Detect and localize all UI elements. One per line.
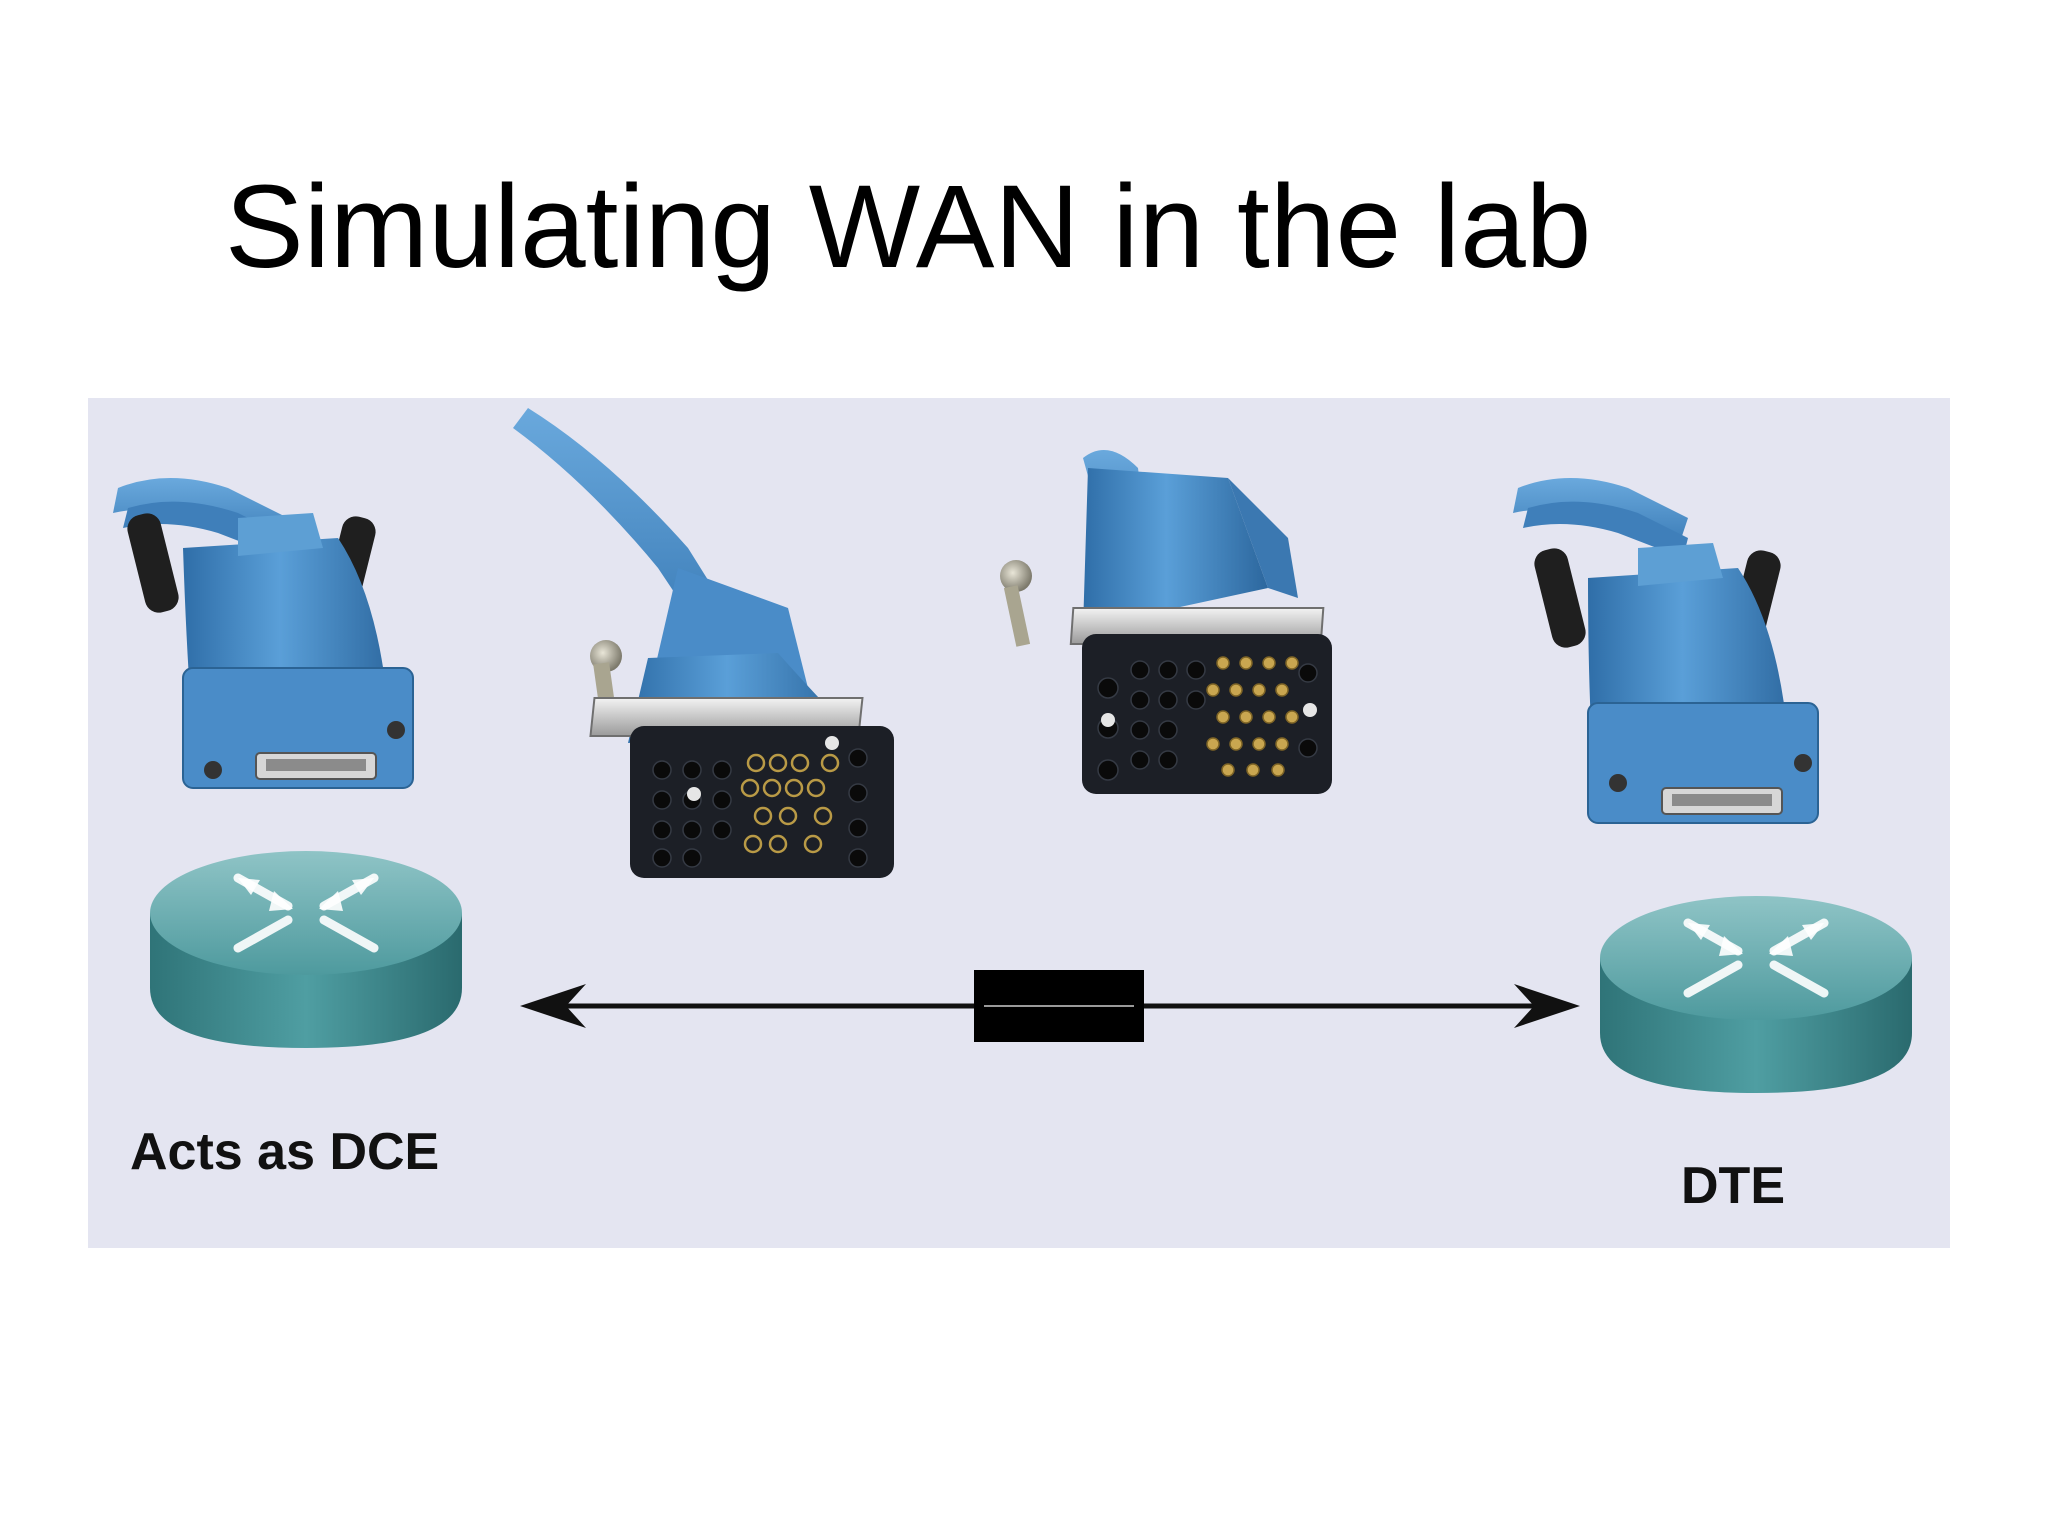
serial-cable-symbol-icon bbox=[974, 970, 1144, 1042]
diagram-panel: Acts as DCE DTE bbox=[88, 398, 1950, 1248]
diagram-canvas bbox=[113, 408, 1912, 1093]
dce-label: Acts as DCE bbox=[130, 1123, 440, 1181]
slide-title: Simulating WAN in the lab bbox=[225, 161, 1592, 293]
smart-serial-connector-icon bbox=[113, 478, 414, 789]
router-icon bbox=[1600, 896, 1912, 1093]
v35-dce-connector-icon bbox=[1000, 450, 1332, 794]
smart-serial-connector-icon bbox=[1513, 478, 1819, 824]
dte-label: DTE bbox=[1681, 1157, 1785, 1215]
v35-dte-connector-icon bbox=[513, 408, 894, 878]
router-icon bbox=[150, 851, 462, 1048]
